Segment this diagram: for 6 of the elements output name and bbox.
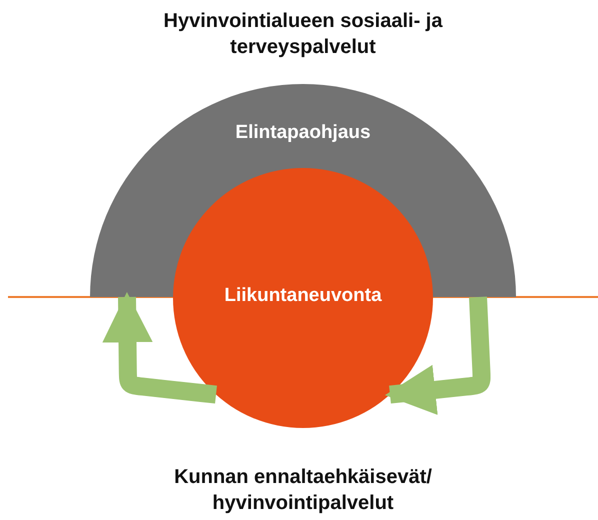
node-label: Liikuntaneuvonta — [224, 285, 382, 307]
curved-arrow — [384, 296, 491, 415]
curved-arrow — [102, 292, 217, 404]
node-label: Elintapaohjaus — [235, 122, 371, 144]
heading-text: Kunnan ennaltaehkäisevät/ hyvinvointipalvelut — [173, 465, 433, 516]
heading-text: Hyvinvointialueen sosiaali- ja terveyspalvelut — [162, 9, 444, 60]
